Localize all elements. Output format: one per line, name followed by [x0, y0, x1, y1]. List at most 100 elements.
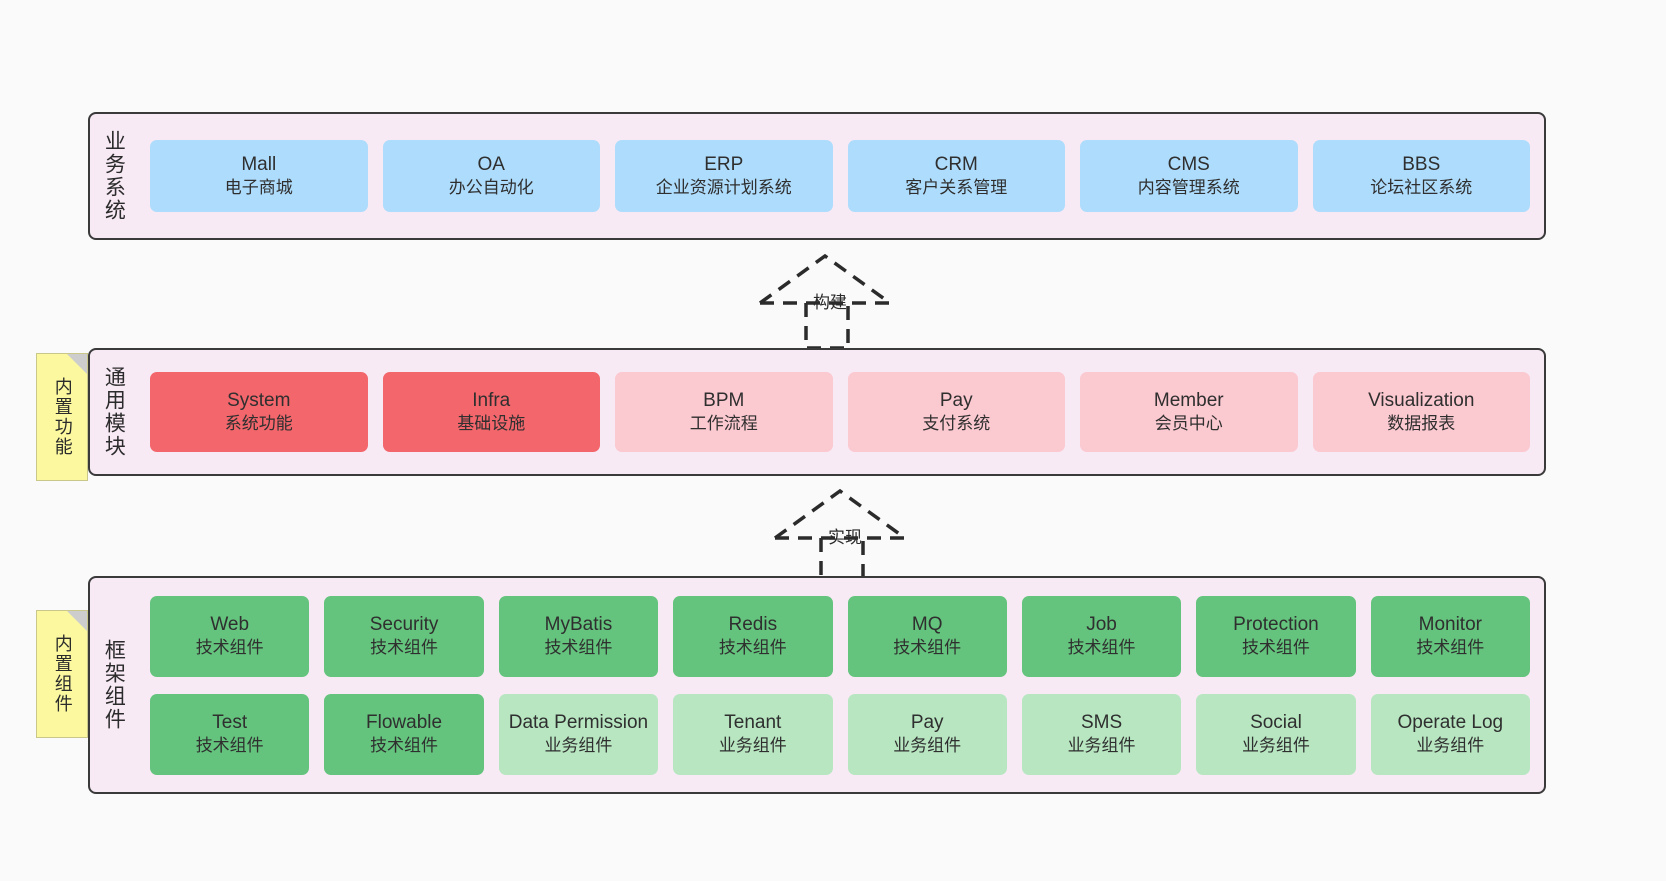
card-title-en: Monitor	[1418, 614, 1482, 636]
card-infra[interactable]: Infra 基础设施	[382, 372, 600, 452]
card-title-cn: 数据报表	[1387, 414, 1456, 434]
connector-build: 构建	[730, 248, 930, 358]
card-title-en: Flowable	[366, 712, 443, 734]
card-system[interactable]: System 系统功能	[150, 372, 368, 452]
card-title-cn: 技术组件	[195, 736, 264, 756]
card-title-en: ERP	[704, 154, 744, 176]
card-row: System 系统功能 Infra 基础设施 BPM 工作流程 Pay 支付系统…	[150, 372, 1530, 452]
card-title-en: Infra	[472, 390, 511, 412]
card-data-permission[interactable]: Data Permission 业务组件	[498, 693, 659, 775]
card-title-cn: 基础设施	[457, 414, 526, 434]
note-builtin-functions[interactable]: 内置功能	[36, 353, 88, 481]
card-oa[interactable]: OA 办公自动化	[382, 140, 600, 212]
card-title-en: BPM	[703, 390, 745, 412]
card-title-en: Security	[369, 614, 439, 636]
card-job[interactable]: Job 技术组件	[1021, 595, 1182, 677]
layer-body-framework: Web 技术组件 Security 技术组件 MyBatis 技术组件 Redi…	[136, 578, 1544, 792]
layer-framework-components: 框架组件 Web 技术组件 Security 技术组件 MyBatis 技术组件…	[88, 576, 1546, 794]
card-title-cn: 内容管理系统	[1137, 178, 1240, 198]
card-member[interactable]: Member 会员中心	[1080, 372, 1298, 452]
card-title-cn: 技术组件	[370, 736, 439, 756]
generalization-arrow-icon	[773, 488, 907, 585]
card-title-cn: 技术组件	[544, 638, 613, 658]
card-title-cn: 技术组件	[1416, 638, 1485, 658]
layer-title-framework-label: 框架组件	[102, 639, 126, 731]
card-pay-component[interactable]: Pay 业务组件	[847, 693, 1007, 775]
generalization-arrow-icon	[758, 253, 892, 350]
card-title-en: MyBatis	[544, 614, 613, 636]
card-title-en: Pay	[939, 390, 973, 412]
card-title-cn: 技术组件	[370, 638, 439, 658]
card-sms[interactable]: SMS 业务组件	[1021, 693, 1182, 775]
card-title-en: Mall	[241, 154, 277, 176]
card-title-cn: 业务组件	[1067, 736, 1136, 756]
card-title-cn: 业务组件	[544, 736, 613, 756]
card-title-cn: 电子商城	[224, 178, 293, 198]
card-title-en: Tenant	[724, 712, 782, 734]
page-fold-icon	[67, 611, 87, 631]
card-operate-log[interactable]: Operate Log 业务组件	[1370, 693, 1530, 775]
card-mybatis[interactable]: MyBatis 技术组件	[498, 595, 659, 677]
layer-title-business-label: 业务系统	[102, 130, 126, 222]
note-builtin-functions-label: 内置功能	[52, 377, 73, 457]
card-title-cn: 技术组件	[1241, 638, 1310, 658]
card-tenant[interactable]: Tenant 业务组件	[673, 693, 833, 775]
card-mq[interactable]: MQ 技术组件	[847, 595, 1007, 677]
card-cms[interactable]: CMS 内容管理系统	[1080, 140, 1298, 212]
card-erp[interactable]: ERP 企业资源计划系统	[615, 140, 833, 212]
card-title-en: System	[227, 390, 291, 412]
card-protection[interactable]: Protection 技术组件	[1196, 595, 1356, 677]
layer-title-modules-label: 通用模块	[102, 366, 126, 458]
note-builtin-components[interactable]: 内置组件	[36, 610, 88, 738]
card-crm[interactable]: CRM 客户关系管理	[847, 140, 1065, 212]
card-title-en: Web	[210, 614, 250, 636]
card-title-cn: 技术组件	[893, 638, 962, 658]
card-row: Web 技术组件 Security 技术组件 MyBatis 技术组件 Redi…	[150, 595, 1530, 677]
card-title-cn: 技术组件	[195, 638, 264, 658]
layer-body-business: Mall 电子商城 OA 办公自动化 ERP 企业资源计划系统 CRM 客户关系…	[136, 114, 1544, 238]
card-title-en: CRM	[934, 154, 978, 176]
card-title-en: Protection	[1233, 614, 1319, 636]
layer-title-business: 业务系统	[90, 114, 136, 238]
card-flowable[interactable]: Flowable 技术组件	[324, 693, 484, 775]
page-fold-icon	[67, 354, 87, 374]
card-row: Test 技术组件 Flowable 技术组件 Data Permission …	[150, 693, 1530, 775]
card-title-en: Operate Log	[1397, 712, 1504, 734]
card-title-en: BBS	[1402, 154, 1441, 176]
card-title-cn: 业务组件	[718, 736, 787, 756]
card-title-cn: 技术组件	[1067, 638, 1136, 658]
card-social[interactable]: Social 业务组件	[1196, 693, 1356, 775]
card-row: Mall 电子商城 OA 办公自动化 ERP 企业资源计划系统 CRM 客户关系…	[150, 140, 1530, 212]
layer-business-systems: 业务系统 Mall 电子商城 OA 办公自动化 ERP 企业资源计划系统 CRM	[88, 112, 1546, 240]
card-web[interactable]: Web 技术组件	[150, 595, 310, 677]
card-title-cn: 技术组件	[718, 638, 787, 658]
card-title-cn: 会员中心	[1154, 414, 1223, 434]
card-visualization[interactable]: Visualization 数据报表	[1312, 372, 1530, 452]
layer-common-modules: 通用模块 System 系统功能 Infra 基础设施 BPM 工作流程 Pay	[88, 348, 1546, 476]
card-title-cn: 业务组件	[893, 736, 962, 756]
card-title-cn: 系统功能	[224, 414, 293, 434]
card-mall[interactable]: Mall 电子商城	[150, 140, 368, 212]
card-test[interactable]: Test 技术组件	[150, 693, 310, 775]
card-bpm[interactable]: BPM 工作流程	[615, 372, 833, 452]
card-title-en: Visualization	[1368, 390, 1475, 412]
card-title-en: Data Permission	[508, 712, 649, 734]
card-title-en: SMS	[1080, 712, 1123, 734]
card-title-cn: 工作流程	[689, 414, 758, 434]
card-title-cn: 业务组件	[1241, 736, 1310, 756]
card-bbs[interactable]: BBS 论坛社区系统	[1312, 140, 1530, 212]
card-title-cn: 企业资源计划系统	[655, 178, 792, 198]
card-title-cn: 业务组件	[1416, 736, 1485, 756]
card-title-en: OA	[477, 154, 505, 176]
card-monitor[interactable]: Monitor 技术组件	[1370, 595, 1530, 677]
card-pay-module[interactable]: Pay 支付系统	[847, 372, 1065, 452]
card-security[interactable]: Security 技术组件	[324, 595, 484, 677]
note-builtin-components-label: 内置组件	[52, 634, 73, 714]
card-redis[interactable]: Redis 技术组件	[673, 595, 833, 677]
card-title-en: Pay	[910, 712, 944, 734]
card-title-en: Member	[1153, 390, 1224, 412]
card-title-cn: 办公自动化	[448, 178, 534, 198]
card-title-en: Job	[1086, 614, 1117, 636]
card-title-en: Redis	[728, 614, 778, 636]
